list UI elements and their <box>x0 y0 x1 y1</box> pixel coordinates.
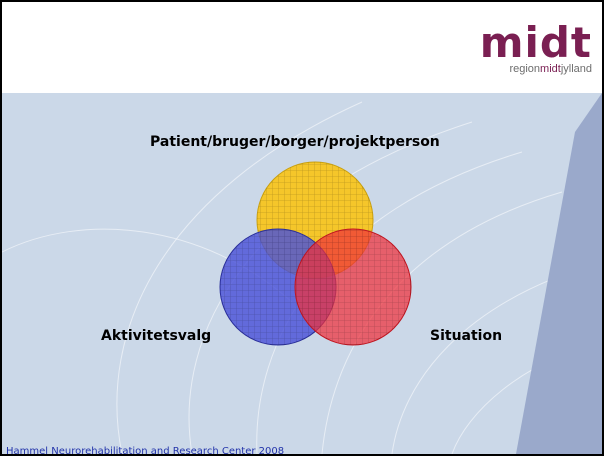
logo-wordmark: midt <box>479 18 592 67</box>
label-patient: Patient/bruger/borger/projektperson <box>150 134 440 150</box>
logo-subtitle: regionmidtjylland <box>509 63 592 75</box>
slide-header: midt regionmidtjylland <box>2 2 602 93</box>
label-aktivitetsvalg: Aktivitetsvalg <box>101 328 212 344</box>
slide-footer: Hammel Neurorehabilitation and Research … <box>6 446 285 456</box>
circle-situation <box>294 228 412 346</box>
label-situation: Situation <box>430 328 503 344</box>
region-midtjylland-logo: midt regionmidtjylland <box>479 18 592 76</box>
decorative-side-panel <box>516 93 602 454</box>
